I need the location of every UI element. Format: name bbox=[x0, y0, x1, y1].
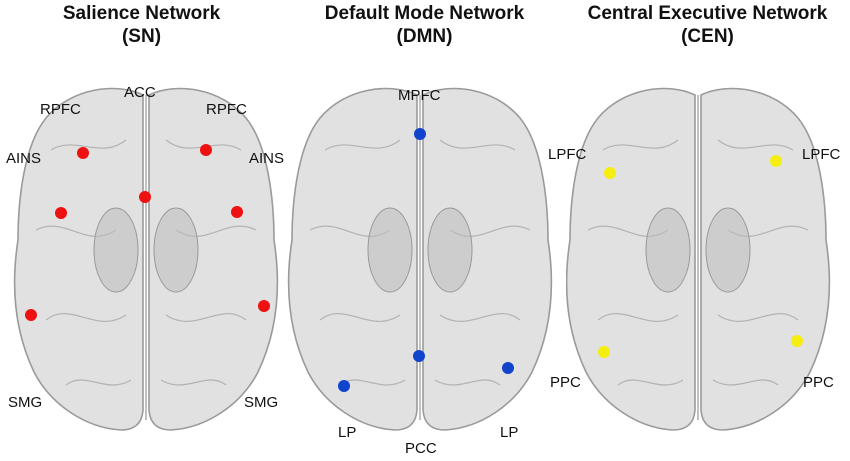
label-acc: ACC bbox=[124, 84, 156, 101]
hemisphere-outline bbox=[287, 87, 418, 431]
hemisphere-outline bbox=[422, 87, 553, 431]
node-ppc-left bbox=[598, 346, 610, 358]
label-pcc: PCC bbox=[405, 440, 437, 457]
label-lpfc-right: LPFC bbox=[802, 146, 841, 163]
panel-central-executive-network: Central Executive Network (CEN) LPFC LPF… bbox=[548, 0, 849, 461]
node-smg-right bbox=[258, 300, 270, 312]
network-name: Default Mode Network bbox=[324, 3, 525, 24]
node-acc bbox=[139, 191, 151, 203]
node-lp-left bbox=[338, 380, 350, 392]
network-abbr: (SN) bbox=[121, 26, 162, 47]
node-ains-left bbox=[55, 207, 67, 219]
label-ains-left: AINS bbox=[6, 150, 42, 167]
panel-title: Salience Network (SN) bbox=[0, 2, 283, 48]
node-rpfc-left bbox=[77, 147, 89, 159]
label-lp-left: LP bbox=[338, 424, 357, 441]
network-abbr: (DMN) bbox=[396, 26, 453, 47]
node-ains-right bbox=[231, 206, 243, 218]
hemisphere-outline bbox=[13, 87, 144, 431]
label-ppc-right: PPC bbox=[803, 374, 834, 391]
label-rpfc-left: RPFC bbox=[40, 101, 81, 118]
brain-sn bbox=[13, 87, 279, 431]
node-mpfc bbox=[414, 128, 426, 140]
label-rpfc-right: RPFC bbox=[206, 101, 247, 118]
node-lpfc-left bbox=[604, 167, 616, 179]
node-smg-left bbox=[25, 309, 37, 321]
label-lp-right: LP bbox=[500, 424, 519, 441]
node-lpfc-right bbox=[770, 155, 782, 167]
label-mpfc: MPFC bbox=[398, 87, 441, 104]
panel-default-mode-network: Default Mode Network (DMN) MPFC LP PCC L… bbox=[283, 0, 566, 461]
label-ppc-left: PPC bbox=[550, 374, 581, 391]
node-ppc-right bbox=[791, 335, 803, 347]
node-lp-right bbox=[502, 362, 514, 374]
brain-cen bbox=[566, 87, 831, 431]
label-lpfc-left: LPFC bbox=[548, 146, 587, 163]
node-pcc bbox=[413, 350, 425, 362]
brain-dmn bbox=[287, 87, 553, 431]
network-abbr: (CEN) bbox=[681, 26, 734, 47]
network-name: Central Executive Network bbox=[587, 3, 828, 24]
label-smg-left: SMG bbox=[8, 394, 43, 411]
label-smg-right: SMG bbox=[244, 394, 279, 411]
network-name: Salience Network bbox=[62, 3, 221, 24]
panel-title: Default Mode Network (DMN) bbox=[283, 2, 566, 48]
hemisphere-outline bbox=[566, 87, 696, 431]
panel-salience-network: Salience Network (SN) ACC RPFC RPFC AINS… bbox=[0, 0, 285, 461]
panel-title: Central Executive Network (CEN) bbox=[566, 2, 849, 48]
node-rpfc-right bbox=[200, 144, 212, 156]
label-ains-right: AINS bbox=[249, 150, 285, 167]
hemisphere-outline bbox=[148, 87, 279, 431]
